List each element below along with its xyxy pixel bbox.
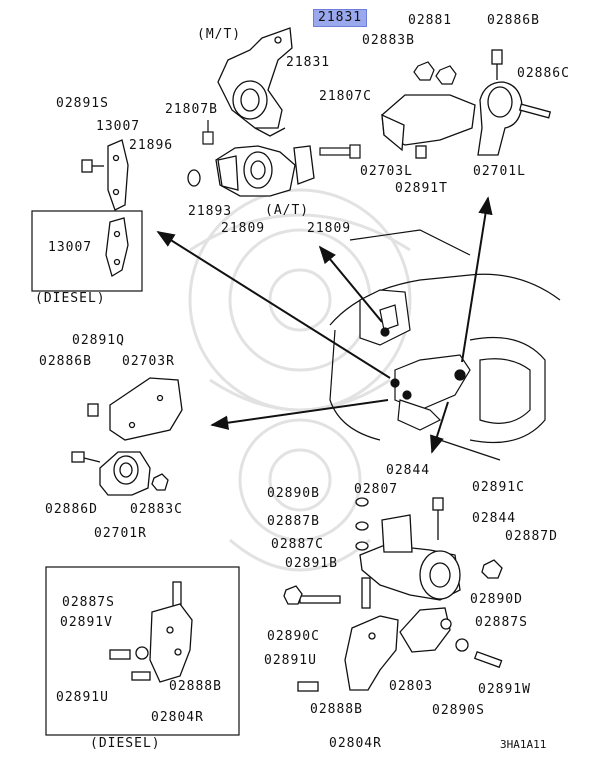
part-21807b-bolt bbox=[202, 120, 214, 145]
engine-bay-sketch bbox=[329, 229, 561, 461]
watermark bbox=[188, 188, 412, 572]
part-02701l-mount bbox=[477, 49, 552, 156]
part-label-02701r[interactable]: 02701R bbox=[94, 526, 147, 541]
part-02891b-bolt bbox=[283, 577, 371, 609]
part-21831-mt-bracket bbox=[217, 27, 293, 137]
part-label-02890s[interactable]: 02890S bbox=[432, 703, 485, 718]
part-label-02887c[interactable]: 02887C bbox=[271, 537, 324, 552]
part-label-02891b[interactable]: 02891B bbox=[285, 556, 338, 571]
part-label-02807[interactable]: 02807 bbox=[354, 482, 399, 497]
part-label-02844-a[interactable]: 02844 bbox=[386, 463, 431, 478]
part-label-21809-a[interactable]: 21809 bbox=[221, 221, 266, 236]
part-label-02891u-left[interactable]: 02891U bbox=[56, 690, 109, 705]
part-label-02701l[interactable]: 02701L bbox=[473, 164, 526, 179]
part-label-02883b[interactable]: 02883B bbox=[362, 33, 415, 48]
part-label-02804r-right[interactable]: 02804R bbox=[329, 736, 382, 751]
part-label-02887d[interactable]: 02887D bbox=[505, 529, 558, 544]
part-label-21893[interactable]: 21893 bbox=[188, 204, 233, 219]
part-02703r-bracket bbox=[87, 377, 183, 441]
part-label-02886b-top[interactable]: 02886B bbox=[487, 13, 540, 28]
part-13007-bracket bbox=[81, 139, 129, 211]
part-label-21809-b[interactable]: 21809 bbox=[307, 221, 352, 236]
part-label-13007-b[interactable]: 13007 bbox=[48, 240, 93, 255]
part-label-02890b[interactable]: 02890B bbox=[267, 486, 320, 501]
diesel-box-top bbox=[31, 210, 143, 292]
part-label-02886d[interactable]: 02886D bbox=[45, 502, 98, 517]
part-label-02803[interactable]: 02803 bbox=[389, 679, 434, 694]
part-label-02844-b[interactable]: 02844 bbox=[472, 511, 517, 526]
part-label-02886b-mid[interactable]: 02886B bbox=[39, 354, 92, 369]
part-label-02804r-left[interactable]: 02804R bbox=[151, 710, 204, 725]
part-label-02890d[interactable]: 02890D bbox=[470, 592, 523, 607]
label-diesel-bottom: (DIESEL) bbox=[90, 736, 161, 751]
part-label-21831[interactable]: 21831 bbox=[286, 55, 331, 70]
part-label-02891t[interactable]: 02891T bbox=[395, 181, 448, 196]
part-02888b-bracket bbox=[297, 615, 399, 692]
part-02803-bracket bbox=[399, 607, 503, 669]
part-label-21807b[interactable]: 21807B bbox=[165, 102, 218, 117]
part-02701r-mount bbox=[71, 451, 169, 496]
diesel-box-bottom bbox=[45, 566, 240, 736]
part-02804r-diesel-bracket bbox=[109, 581, 193, 683]
part-label-02891v[interactable]: 02891V bbox=[60, 615, 113, 630]
label-at: (A/T) bbox=[265, 203, 310, 218]
part-label-21807c[interactable]: 21807C bbox=[319, 89, 372, 104]
part-label-02888b-left[interactable]: 02888B bbox=[169, 679, 222, 694]
part-label-02887s-right[interactable]: 02887S bbox=[475, 615, 528, 630]
part-13007-diesel-bracket bbox=[105, 217, 129, 277]
part-nuts-top bbox=[413, 61, 457, 85]
part-label-02886c[interactable]: 02886C bbox=[517, 66, 570, 81]
part-label-02888b-right[interactable]: 02888B bbox=[310, 702, 363, 717]
part-21807c-bolt bbox=[319, 144, 361, 159]
part-label-02703l[interactable]: 02703L bbox=[360, 164, 413, 179]
part-label-02891q[interactable]: 02891Q bbox=[72, 333, 125, 348]
part-label-02887s-left[interactable]: 02887S bbox=[62, 595, 115, 610]
part-label-02891c[interactable]: 02891C bbox=[472, 480, 525, 495]
part-21809-at-mount bbox=[187, 145, 315, 197]
part-label-02703r[interactable]: 02703R bbox=[122, 354, 175, 369]
label-mt: (M/T) bbox=[197, 27, 242, 42]
part-02807-rear-mount bbox=[355, 497, 503, 601]
part-label-02883c[interactable]: 02883C bbox=[130, 502, 183, 517]
part-02703l-bracket bbox=[381, 94, 476, 159]
part-label-02890c[interactable]: 02890C bbox=[267, 629, 320, 644]
part-label-02891s[interactable]: 02891S bbox=[56, 96, 109, 111]
part-label-02881[interactable]: 02881 bbox=[408, 13, 453, 28]
part-label-02887b[interactable]: 02887B bbox=[267, 514, 320, 529]
part-label-21896[interactable]: 21896 bbox=[129, 138, 174, 153]
diagram-code: 3HA1A11 bbox=[500, 738, 547, 751]
part-label-21831-highlighted[interactable]: 21831 bbox=[313, 9, 368, 27]
callout-arrows bbox=[156, 196, 493, 454]
part-label-02891w[interactable]: 02891W bbox=[478, 682, 531, 697]
part-label-13007-a[interactable]: 13007 bbox=[96, 119, 141, 134]
label-diesel-top: (DIESEL) bbox=[35, 291, 106, 306]
part-label-02891u-right[interactable]: 02891U bbox=[264, 653, 317, 668]
